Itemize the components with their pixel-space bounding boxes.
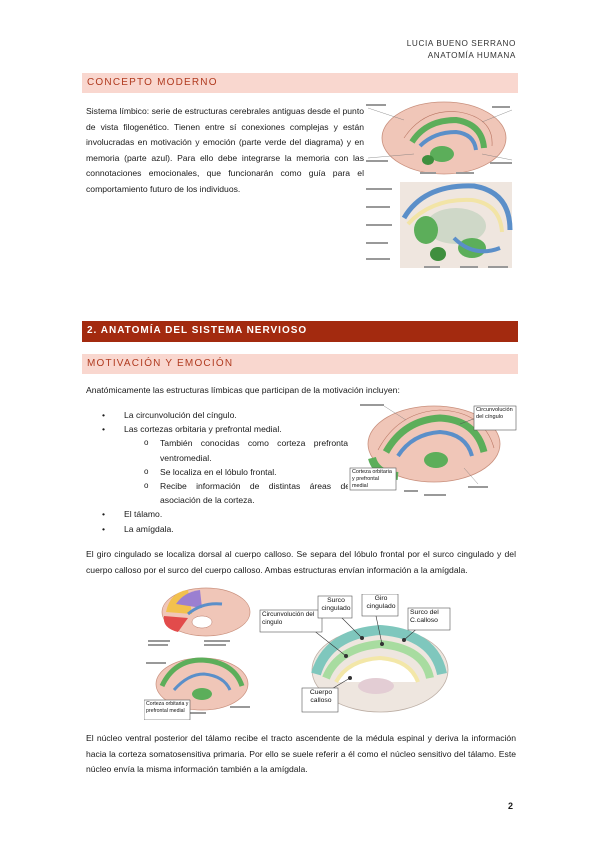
paragraph-concepto: Sistema límbico: serie de estructuras ce… [86,106,364,194]
label-box [349,467,397,491]
section-heading-concepto: CONCEPTO MODERNO [82,73,518,93]
list-item-text: La circunvolución del cíngulo. [124,410,237,420]
bullet: • [102,523,106,534]
header-author: LUCIA BUENO SERRANO [406,39,516,48]
bullet: • [102,424,106,435]
sub-list-item-text: Se localiza en el lóbulo frontal. [160,466,277,477]
section-heading-anatomia: 2. ANATOMÍA DEL SISTEMA NERVIOSO [82,321,518,342]
page-header: LUCIA BUENO SERRANO ANATOMÍA HUMANA [407,38,516,62]
label-cuerpo-calloso: Cuerpo calloso [309,689,333,705]
label-surco-calloso: Surco del C.calloso [410,609,439,625]
list-item: • El tálamo. [100,507,350,521]
section-heading-motivacion: MOTIVACIÓN Y EMOCIÓN [82,354,518,374]
paragraph-giro: El giro cingulado se localiza dorsal al … [86,549,516,575]
label-box [407,607,451,631]
label-box [317,595,353,619]
label-box [144,699,191,720]
header-subject: ANATOMÍA HUMANA [427,51,516,60]
structures-list: • La circunvolución del cíngulo. • Las c… [100,408,350,536]
list-item: • Las cortezas orbitaria y prefrontal me… [100,422,350,436]
paragraph-nucleo: El núcleo ventral posterior del tálamo r… [86,733,516,775]
figure-sulci: Circunvolución del cingulo Surco cingula… [258,594,452,718]
list-item: • La circunvolución del cíngulo. [100,408,350,422]
label-box [361,594,399,617]
figure-brain-small: Corteza orbitaria y prefrontal medial [144,584,254,720]
sub-list-item: o Recibe información de distintas áreas … [100,479,350,507]
list-item-text: La amígdala. [124,523,174,534]
figure-cingulate-gyrus: Circunvolución del cíngulo Corteza orbit… [348,398,518,502]
section-title-motivacion: MOTIVACIÓN Y EMOCIÓN [87,358,234,369]
sub-bullet: o [144,438,149,448]
sub-list-item: o También conocidas como corteza prefron… [100,436,350,464]
label-surco-cingulado: Surco cingulado [321,597,351,613]
paragraph-intro: Anatómicamente las estructuras límbicas … [86,385,400,395]
sub-list-item-text: Recibe información de distintas áreas de… [160,481,350,506]
sub-bullet: o [144,466,149,476]
list-item-text: Las cortezas orbitaria y prefrontal medi… [124,424,282,435]
bullet: • [102,509,106,520]
list-item: • La amígdala. [100,522,350,536]
sub-list-item-text: También conocidas como corteza prefronta… [160,438,350,463]
section-title-concepto: CONCEPTO MODERNO [87,77,218,88]
label-cortezas: Corteza orbitaria y prefrontal medial [352,469,392,489]
label-box [259,609,323,633]
label-circunvolucion-cingulo: Circunvolución del cingulo [262,611,315,626]
page-number: 2 [508,801,514,811]
label-circunvolucion: Circunvolución del cíngulo [476,407,513,420]
list-item-text: El tálamo. [124,509,163,520]
label-box [301,687,339,713]
sub-bullet: o [144,481,149,491]
sub-list-item: o Se localiza en el lóbulo frontal. [100,465,350,479]
label-giro-cingulado: Giro cingulado [366,595,396,611]
bullet: • [102,410,106,420]
label-cortezas-small: Corteza orbitaria y prefrontal medial [146,701,189,714]
figure-limbic-overview [364,98,516,272]
label-box [473,405,517,431]
section-title-anatomia: 2. ANATOMÍA DEL SISTEMA NERVIOSO [87,325,308,336]
